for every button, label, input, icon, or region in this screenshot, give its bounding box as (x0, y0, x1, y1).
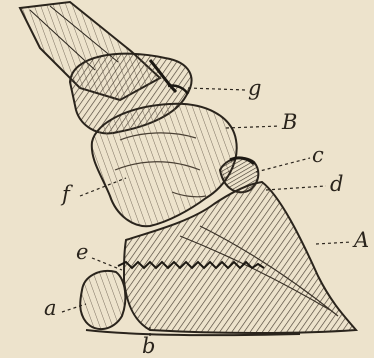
leader-A (316, 242, 352, 244)
label-c: c (312, 145, 324, 166)
label-B: B (282, 112, 297, 133)
leader-g (188, 88, 246, 90)
leader-a (62, 304, 86, 312)
label-b: b (142, 336, 155, 357)
leader-c (256, 158, 310, 172)
label-d: d (330, 174, 343, 195)
label-e: e (76, 242, 88, 263)
leader-e (92, 258, 122, 270)
label-f: f (62, 184, 70, 205)
label-g: g (248, 78, 261, 99)
leader-d (266, 186, 326, 190)
label-A: A (354, 230, 369, 251)
label-a: a (44, 298, 57, 319)
leader-B (226, 126, 280, 128)
leader-f (80, 178, 126, 196)
